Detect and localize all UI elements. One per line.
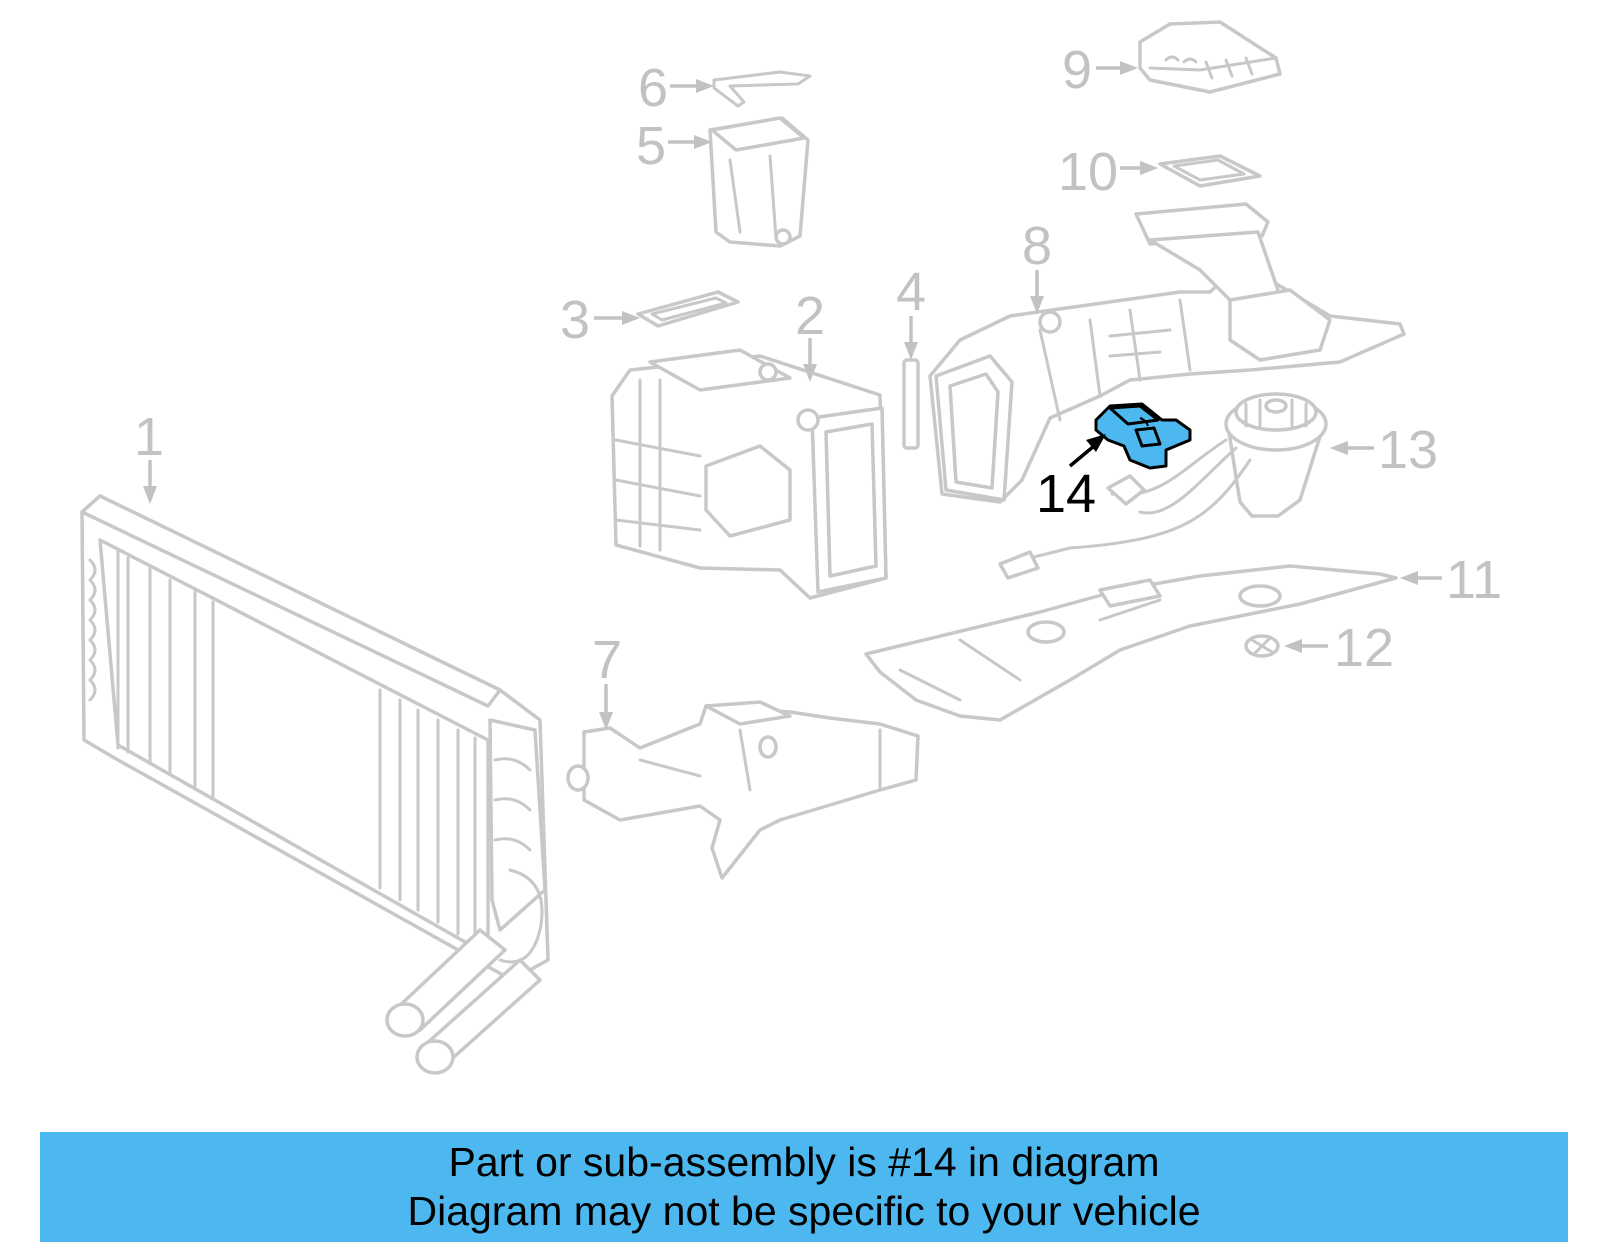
callout-label-6: 6: [638, 58, 668, 118]
callout-3: 3: [560, 290, 640, 350]
callout-12: 12: [1284, 618, 1394, 678]
part-1-heater-core[interactable]: [80, 494, 550, 1075]
callout-label-5: 5: [636, 116, 666, 176]
callout-label-11: 11: [1446, 550, 1502, 610]
part-9-cap[interactable]: [1138, 20, 1282, 94]
part-13-blower-motor[interactable]: [998, 392, 1328, 580]
part-7-lower-duct[interactable]: [566, 700, 920, 880]
callout-14: 14: [1036, 434, 1106, 524]
callout-10: 10: [1058, 142, 1158, 202]
part-14-blower-resistor[interactable]: [1094, 402, 1192, 470]
callout-label-12: 12: [1334, 618, 1394, 678]
callout-2: 2: [795, 286, 825, 382]
part-12-clip[interactable]: [1244, 634, 1280, 658]
part-10-gasket[interactable]: [1158, 154, 1262, 188]
callout-label-2: 2: [795, 286, 825, 346]
info-banner: Part or sub-assembly is #14 in diagram D…: [40, 1132, 1568, 1242]
banner-line-2: Diagram may not be specific to your vehi…: [407, 1188, 1201, 1234]
callout-label-10: 10: [1058, 142, 1118, 202]
callout-9: 9: [1062, 40, 1138, 100]
banner-line-1: Part or sub-assembly is #14 in diagram: [448, 1139, 1160, 1185]
callout-label-9: 9: [1062, 40, 1092, 100]
callout-label-13: 13: [1378, 420, 1438, 480]
part-3-gasket[interactable]: [636, 290, 740, 328]
part-11-cowl-panel[interactable]: [864, 564, 1398, 722]
part-8-blower-housing[interactable]: [928, 202, 1406, 504]
part-5-duct[interactable]: [708, 116, 810, 248]
callout-4: 4: [896, 262, 926, 360]
callout-6: 6: [638, 58, 714, 118]
callout-8: 8: [1022, 216, 1052, 314]
callout-11: 11: [1400, 550, 1502, 610]
callout-label-3: 3: [560, 290, 590, 350]
part-2-heater-housing[interactable]: [610, 348, 888, 600]
callout-1: 1: [134, 407, 164, 504]
callout-13: 13: [1330, 420, 1438, 480]
part-6-clip[interactable]: [712, 70, 812, 108]
callout-label-7: 7: [592, 630, 622, 690]
callout-5: 5: [636, 116, 712, 176]
callout-7: 7: [592, 630, 622, 730]
callout-label-4: 4: [896, 262, 926, 322]
part-4-seal-strip[interactable]: [902, 358, 920, 450]
callout-label-8: 8: [1022, 216, 1052, 276]
callout-label-1: 1: [134, 407, 164, 467]
callout-label-14: 14: [1036, 464, 1096, 524]
